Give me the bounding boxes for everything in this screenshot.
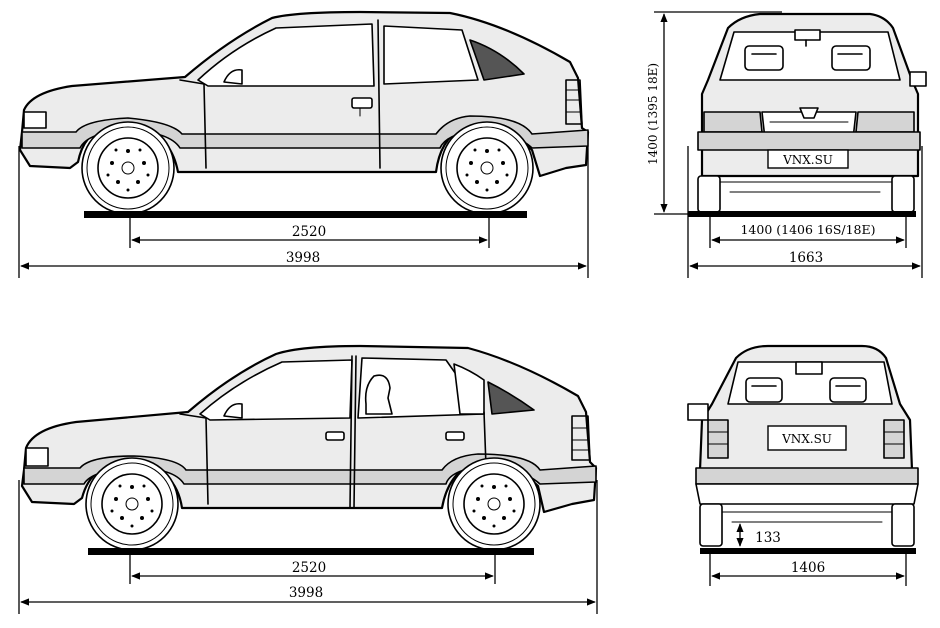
width-label-3door: 1663 <box>789 250 823 266</box>
side-view-3door: 2520 3998 <box>18 10 590 278</box>
license-plate-3door: VNX.SU <box>782 153 833 167</box>
license-plate-5door: VNX.SU <box>781 432 832 446</box>
ground-clearance-label: 133 <box>755 530 781 546</box>
track-label-5door: 1406 <box>791 560 825 576</box>
height-label-3door: 1400 (1395 18E) <box>646 63 660 165</box>
wheelbase-label-5door: 2520 <box>292 560 326 576</box>
rear-view-5door: VNX.SU 133 1406 <box>687 344 919 586</box>
length-label-5door: 3998 <box>289 585 323 601</box>
length-label-3door: 3998 <box>286 250 320 266</box>
side-view-5door: 2520 3998 <box>18 344 598 614</box>
wheelbase-label-3door: 2520 <box>292 224 326 240</box>
track-label-3door: 1400 (1406 16S/18E) <box>740 222 875 237</box>
rear-view-3door: VNX.SU 1400 (1395 18E) 1400 (1406 16S/18… <box>646 11 927 278</box>
